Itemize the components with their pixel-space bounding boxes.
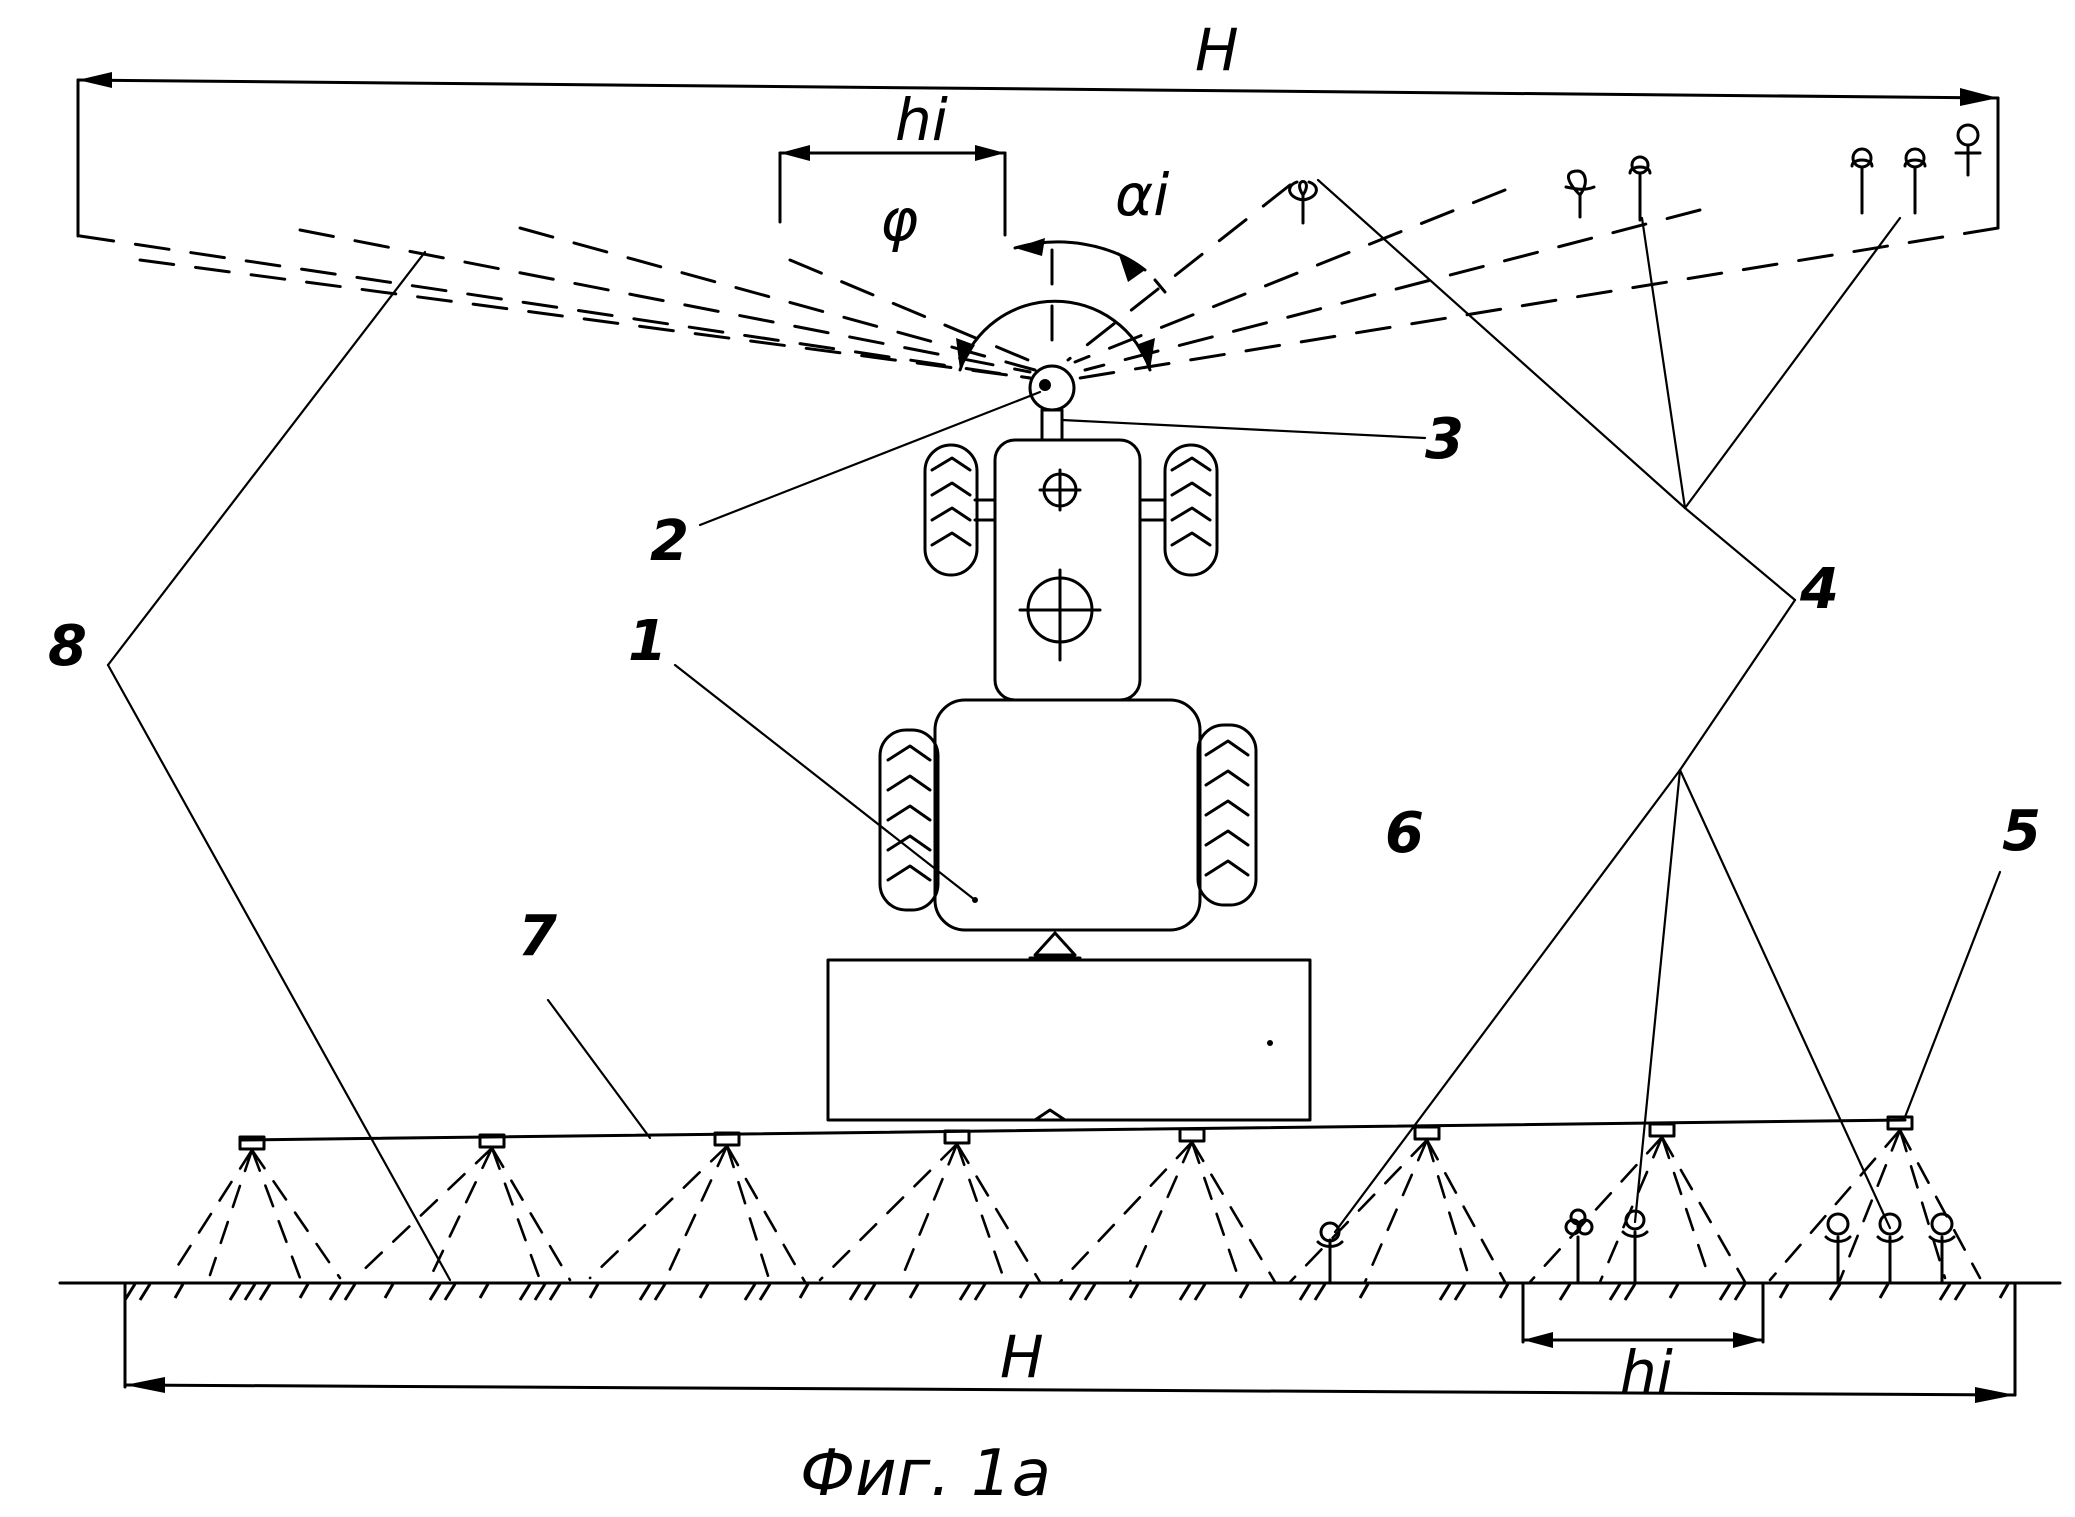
- label-7: 7: [518, 904, 557, 969]
- sensor-head: [1030, 366, 1074, 440]
- angle-alpha-label: αi: [1115, 161, 1169, 229]
- spray-boom: [175, 1117, 1980, 1282]
- bottom-dimension-h: H: [125, 1283, 2015, 1403]
- ground: [60, 1283, 2060, 1300]
- label-1: 1: [628, 609, 667, 674]
- top-dimension-h: H: [78, 16, 1998, 236]
- tractor: [880, 440, 1256, 958]
- bottom-segment-label: hi: [1620, 1338, 1673, 1406]
- tank: [828, 960, 1310, 1120]
- figure-caption: Фиг. 1а: [800, 1437, 1051, 1511]
- label-3: 3: [1425, 407, 1464, 472]
- top-segment-label: hi: [895, 86, 948, 154]
- sensor-scan-fan: φ αi: [80, 161, 1998, 378]
- top-plants: [1290, 125, 1980, 223]
- label-8: 8: [48, 614, 87, 679]
- spray-cones: [175, 1130, 1980, 1282]
- label-5: 5: [2002, 799, 2041, 864]
- label-6: 6: [1385, 801, 1424, 866]
- bottom-dimension-hi: hi: [1523, 1283, 1763, 1406]
- angle-phi-label: φ: [880, 186, 918, 254]
- leader-lines: [108, 180, 2000, 1280]
- label-2: 2: [650, 509, 689, 574]
- top-dimension-label: H: [1195, 16, 1239, 84]
- bottom-dimension-label: H: [1000, 1323, 1044, 1391]
- label-4: 4: [1799, 557, 1839, 622]
